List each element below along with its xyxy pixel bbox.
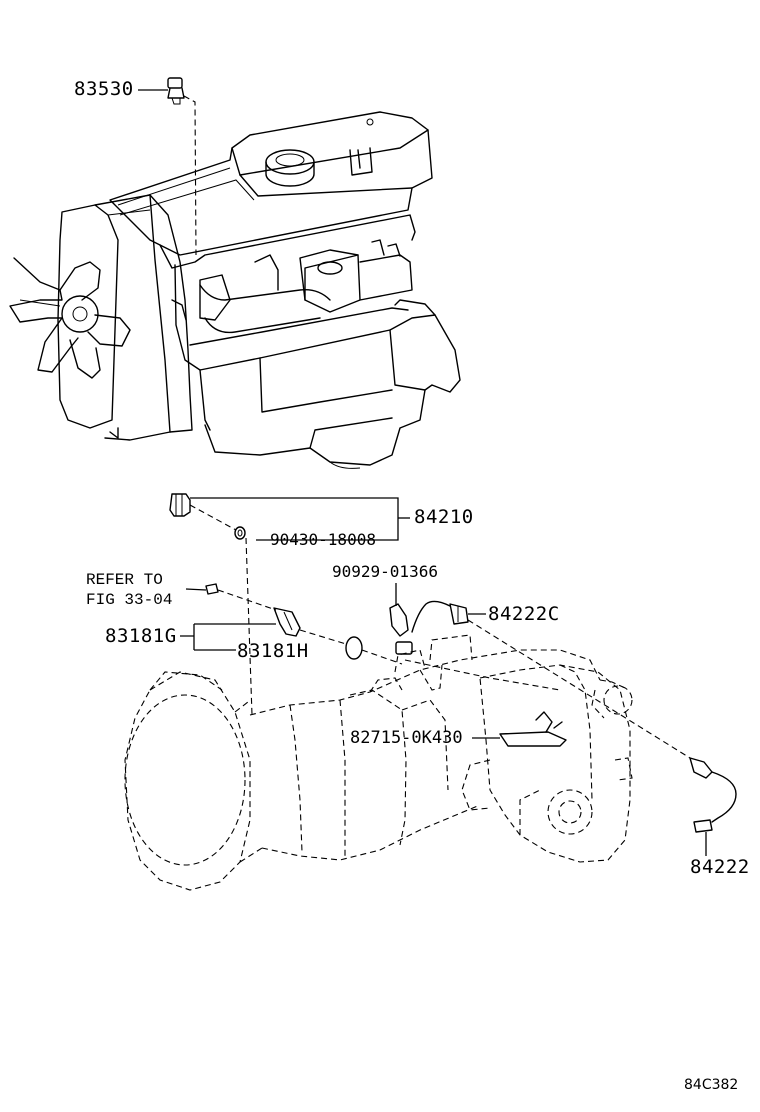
callout-84222[interactable]: 84222 xyxy=(690,856,750,878)
callout-84222c[interactable]: 84222C xyxy=(488,603,560,625)
gasket-90430 xyxy=(234,526,246,540)
bolt-ref xyxy=(205,583,219,595)
reference-line-1: REFER TO xyxy=(86,571,163,589)
switch-83181g xyxy=(273,607,301,637)
clip-90929 xyxy=(389,603,413,655)
sensor-84222c xyxy=(411,600,469,633)
callout-83530[interactable]: 83530 xyxy=(74,78,134,100)
figure-code: 84C382 xyxy=(684,1077,739,1093)
callout-90929-01366[interactable]: 90929-01366 xyxy=(332,562,438,581)
sensor-84210-head xyxy=(169,493,191,517)
leader-lines xyxy=(138,89,707,856)
transmission-illustration xyxy=(124,634,633,891)
callout-90430-18008[interactable]: 90430-18008 xyxy=(270,530,376,549)
sensor-84222 xyxy=(689,757,737,833)
callout-83181h[interactable]: 83181H xyxy=(237,640,309,662)
engine-illustration xyxy=(9,111,461,469)
callout-82715-0k430[interactable]: 82715-0K430 xyxy=(350,728,463,748)
callout-84210[interactable]: 84210 xyxy=(414,506,474,528)
bracket-82715 xyxy=(499,711,567,747)
seal-83181h xyxy=(345,636,363,660)
sender-unit-83530 xyxy=(167,77,185,105)
callout-83181g[interactable]: 83181G xyxy=(105,625,177,647)
reference-line-2[interactable]: FIG 33-04 xyxy=(86,591,173,609)
